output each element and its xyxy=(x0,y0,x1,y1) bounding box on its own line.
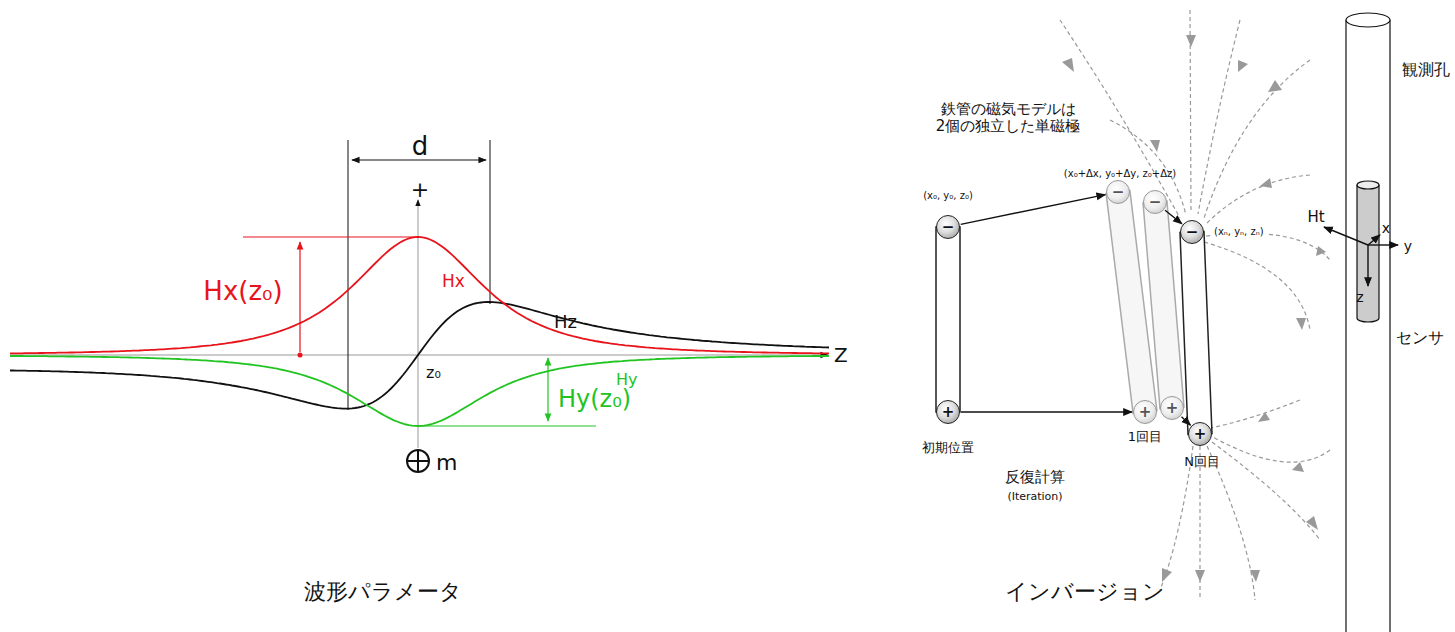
label: y xyxy=(1404,238,1412,254)
pipe-body xyxy=(1143,201,1184,409)
magnetic-pole: + xyxy=(1188,422,1212,446)
hy-curve xyxy=(10,356,829,426)
panel-caption: インバージョン xyxy=(1005,579,1165,604)
label: 鉄管の磁気モデルは 2個の独立した単磁極 xyxy=(923,101,1093,136)
label: (Iteration) xyxy=(1007,491,1062,504)
label: 反復計算 xyxy=(1005,469,1065,486)
label: (xₙ, yₙ, zₙ) xyxy=(1212,226,1266,238)
label: 1回目 xyxy=(1128,430,1162,445)
pole-sign: − xyxy=(1112,185,1125,200)
label: 初期位置 xyxy=(922,441,974,456)
label: Hy xyxy=(616,371,638,389)
label: Hz xyxy=(554,312,577,333)
field-arrows xyxy=(1062,35,1326,582)
label: センサ xyxy=(1394,329,1446,347)
magnetic-pole: + xyxy=(936,400,960,424)
waveform-axes xyxy=(10,140,828,448)
label: N回目 xyxy=(1184,455,1220,470)
observation-hole xyxy=(1346,13,1390,632)
iteration-arrow xyxy=(961,411,1132,412)
magnetic-pole: − xyxy=(936,215,960,239)
label: Hy(z₀) xyxy=(556,386,633,414)
pipe-body xyxy=(1180,232,1212,435)
sensor xyxy=(1357,181,1379,322)
label: m xyxy=(436,450,457,475)
pole-sign: + xyxy=(1166,401,1179,416)
iteration-arrow xyxy=(1165,210,1182,224)
label: 観測孔 xyxy=(1402,61,1450,79)
pole-sign: + xyxy=(1194,427,1207,442)
magnetic-pole-symbol xyxy=(407,450,429,472)
magnetic-pole: + xyxy=(1133,400,1157,424)
label: + xyxy=(411,177,429,202)
iteration-arrow xyxy=(961,195,1106,225)
label: Z xyxy=(834,344,848,367)
pole-sign: + xyxy=(942,405,955,420)
magnetic-pole: − xyxy=(1143,190,1167,214)
pole-sign: − xyxy=(942,220,955,235)
label: z₀ xyxy=(424,364,443,382)
label: (x₀+Δx, y₀+Δy, z₀+Δz) xyxy=(1064,168,1176,180)
magnetic-pole: + xyxy=(1160,396,1184,420)
panel-caption: 波形パラメータ xyxy=(304,579,462,604)
magnetic-pole: − xyxy=(1180,220,1204,244)
pipe-body xyxy=(936,227,960,412)
label: Hx xyxy=(442,272,465,292)
field-lines xyxy=(1060,10,1330,600)
label: z xyxy=(1356,289,1363,305)
label: x xyxy=(1382,220,1390,236)
pole-sign: − xyxy=(1186,225,1199,240)
magnetic-pole: − xyxy=(1106,180,1130,204)
label: Hx(z₀) xyxy=(203,277,282,307)
hx-curve xyxy=(10,237,829,353)
pole-sign: − xyxy=(1149,195,1162,210)
label: Ht xyxy=(1307,209,1324,226)
label: (x₀, y₀, z₀) xyxy=(923,190,973,202)
hz-curve xyxy=(10,302,829,409)
pole-sign: + xyxy=(1139,405,1152,420)
label: d xyxy=(412,132,429,162)
iteration-arrow xyxy=(1182,417,1191,425)
